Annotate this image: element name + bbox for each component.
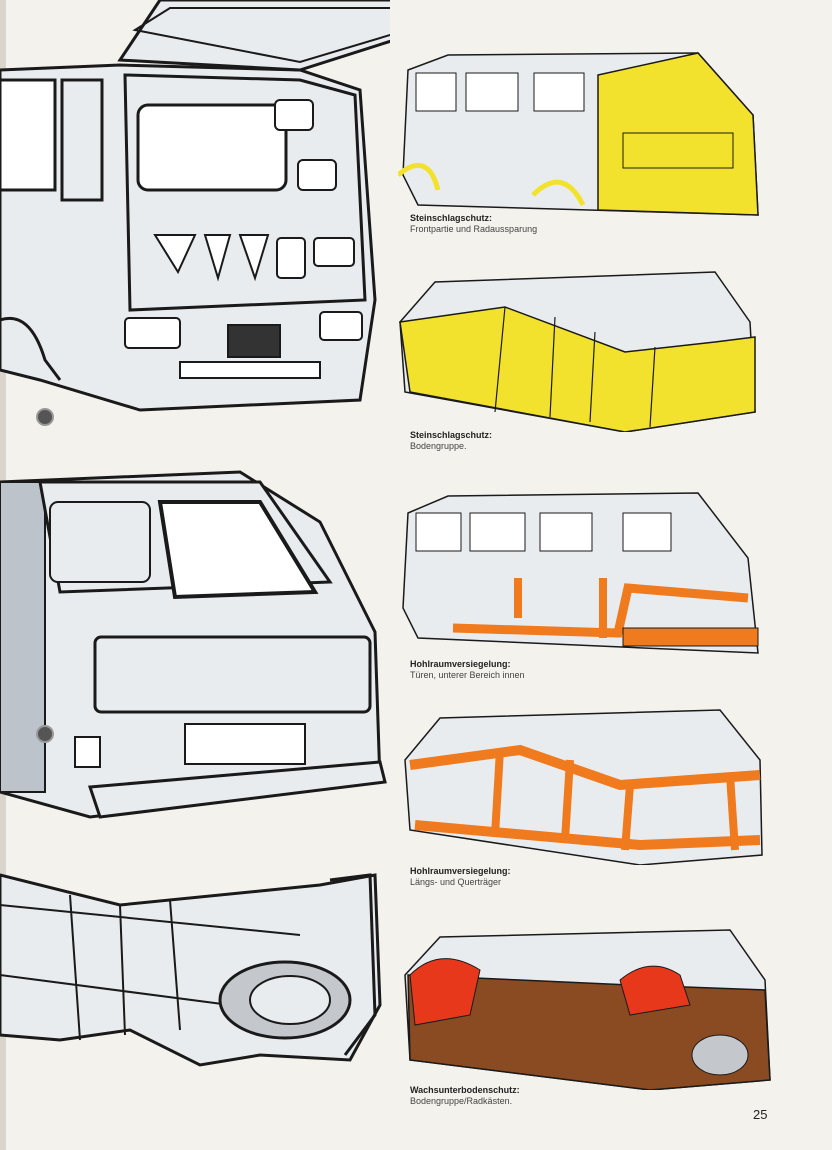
caption-desc: Bodengruppe. [410,441,467,451]
binder-hole-1 [36,408,54,426]
caption-1: Steinschlagschutz: Frontpartie und Radau… [410,213,537,235]
caption-title: Wachsunterbodenschutz: [410,1085,520,1095]
illustration-stone-chip-underbody [399,271,756,432]
caption-4: Hohlraumversiegelung: Längs- und Querträ… [410,866,511,888]
illustration-rear-closed [0,470,387,819]
caption-title: Steinschlagschutz: [410,430,493,440]
illustration-rear-open-tailgate [0,0,390,412]
caption-3: Hohlraumversiegelung: Türen, unterer Ber… [410,659,525,681]
caption-title: Hohlraumversiegelung: [410,866,511,876]
illustration-cavity-frame [404,709,763,865]
caption-desc: Frontpartie und Radaussparung [410,224,538,234]
caption-title: Hohlraumversiegelung: [410,659,511,669]
caption-5: Wachsunterbodenschutz: Bodengruppe/Radkä… [410,1085,520,1107]
caption-desc: Bodengruppe/Radkästen. [410,1096,513,1106]
caption-desc: Türen, unterer Bereich innen [410,670,525,680]
binder-hole-2 [36,725,54,743]
caption-2: Steinschlagschutz: Bodengruppe. [410,430,492,452]
illustration-underbody-spare-wheel [0,873,382,1067]
caption-desc: Längs- und Querträger [410,877,502,887]
caption-title: Steinschlagschutz: [410,213,493,223]
illustration-wax-underbody [404,929,771,1090]
illustration-stone-chip-front [398,52,759,216]
page-number: 25 [753,1107,768,1122]
illustration-cavity-doors [402,492,759,654]
